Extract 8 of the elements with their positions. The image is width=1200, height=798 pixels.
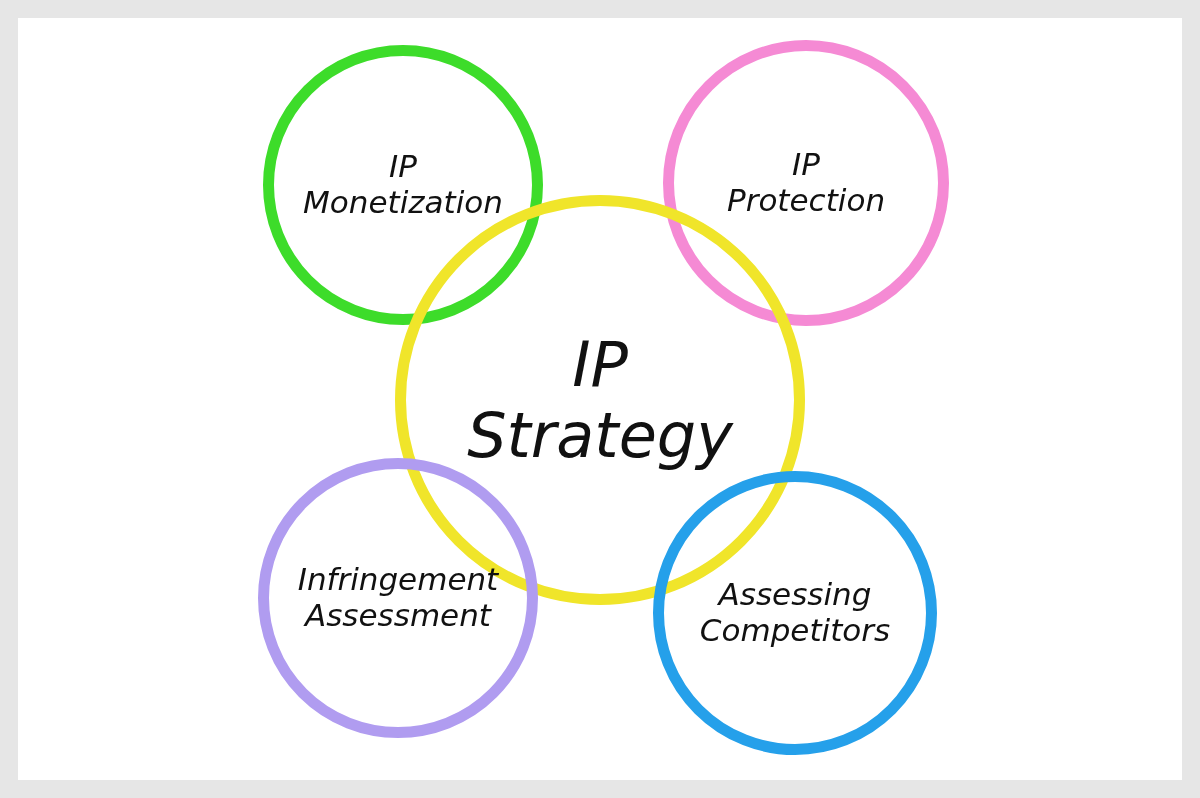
node-label: IP Monetization: [303, 149, 503, 221]
node-label: Infringement Assessment: [297, 562, 499, 634]
node-label: IP Protection: [726, 147, 885, 219]
node-label: Assessing Competitors: [699, 577, 891, 649]
ring-node: [663, 40, 949, 326]
ring-node: [263, 45, 543, 325]
ring-node: [653, 471, 937, 755]
node-label: IP Strategy: [467, 328, 733, 472]
